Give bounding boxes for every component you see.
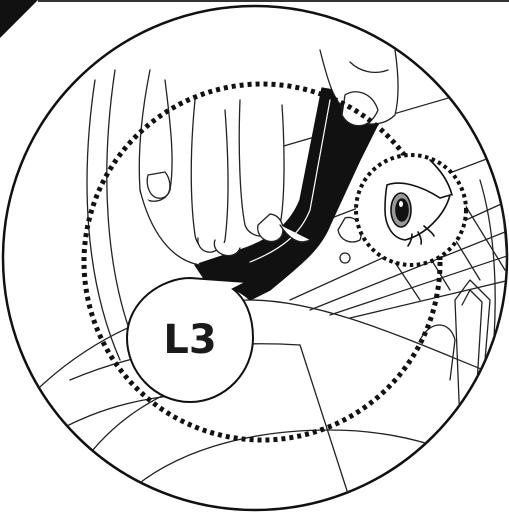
- corner-marker: [0, 0, 38, 38]
- step-label: L3: [163, 317, 216, 363]
- eye-callout: [356, 155, 466, 265]
- step-label-bubble: L3: [127, 278, 253, 402]
